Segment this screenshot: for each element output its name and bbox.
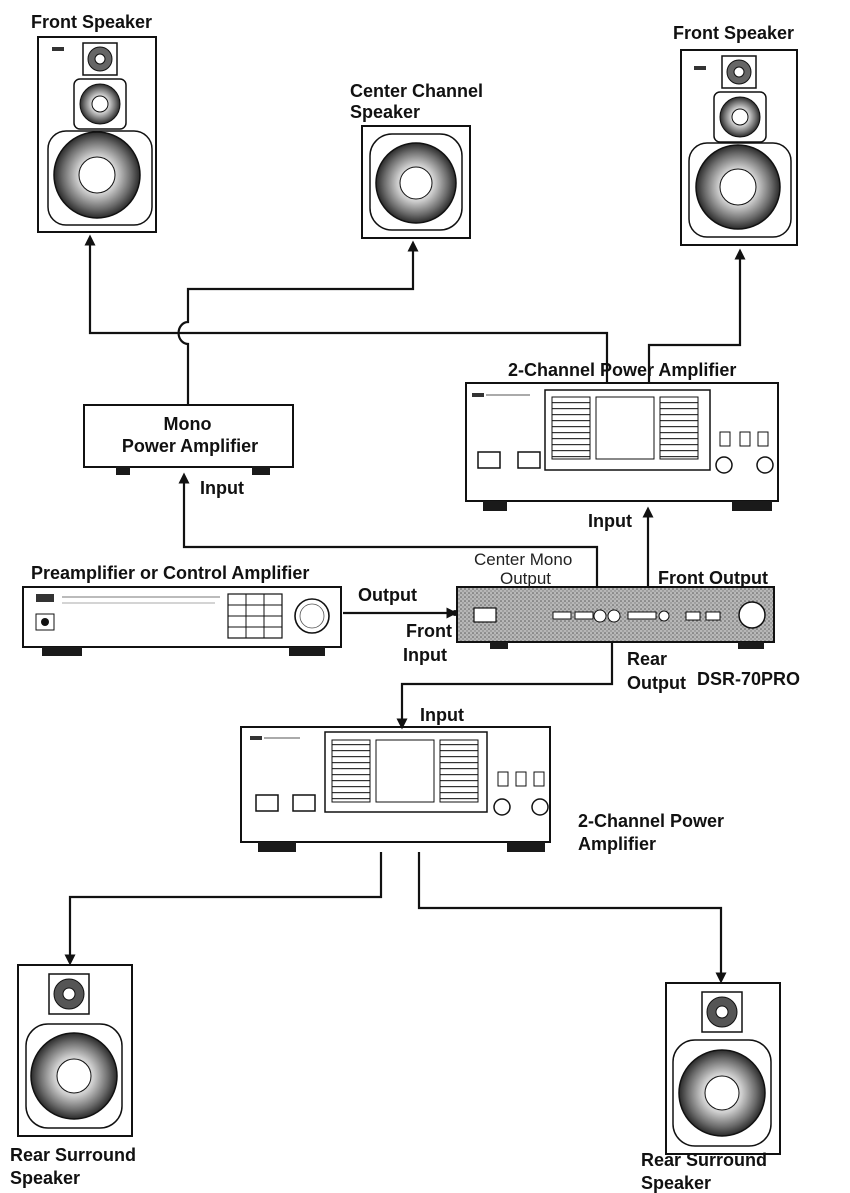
front-speaker-left-label: Front Speaker bbox=[31, 12, 152, 32]
front-input-label-line1: Front bbox=[406, 621, 452, 641]
center-mono-output-line1: Center Mono bbox=[474, 550, 572, 569]
front-speaker-left bbox=[37, 36, 157, 233]
preamp-label: Preamplifier or Control Amplifier bbox=[31, 563, 309, 583]
wire-rear-amp-to-left-speaker bbox=[64, 852, 383, 966]
front-left-tweeter bbox=[82, 42, 118, 76]
front-speaker-right-label: Front Speaker bbox=[673, 23, 794, 43]
front-power-amplifier bbox=[465, 382, 779, 511]
front-speaker-right bbox=[680, 49, 798, 246]
rear-output-label-line2: Output bbox=[627, 673, 686, 693]
center-mono-output-line2: Output bbox=[500, 569, 551, 588]
mono-power-amplifier bbox=[83, 404, 294, 475]
wire-mono-to-center-speaker bbox=[177, 240, 419, 405]
rear-left-speaker-label: Rear Surround Speaker bbox=[10, 1145, 141, 1188]
front-amp-label: 2-Channel Power Amplifier bbox=[508, 360, 736, 380]
rear-left-label-line1: Rear Surround bbox=[10, 1145, 136, 1165]
rear-surround-speaker-left bbox=[17, 964, 133, 1137]
wire-front-amp-to-left-speaker bbox=[84, 234, 609, 383]
mono-amp-label-line1: Mono bbox=[164, 414, 212, 434]
rear-amp-label-line2: Amplifier bbox=[578, 834, 656, 854]
rear-output-label: Rear Output bbox=[627, 649, 686, 693]
wiring bbox=[64, 234, 746, 984]
front-right-tweeter bbox=[721, 55, 757, 89]
front-input-label: Front Input bbox=[403, 621, 457, 665]
rear-right-label-line1: Rear Surround bbox=[641, 1150, 767, 1170]
model-label: DSR-70PRO bbox=[697, 669, 800, 689]
center-channel-speaker bbox=[361, 125, 471, 239]
dsr-70pro-processor bbox=[456, 586, 775, 649]
front-right-midrange bbox=[713, 91, 767, 143]
rear-output-label-line1: Rear bbox=[627, 649, 667, 669]
wire-center-mono-to-mono-amp bbox=[178, 472, 599, 587]
preamp-output-label: Output bbox=[358, 585, 417, 605]
center-speaker-label: Center Channel Speaker bbox=[350, 81, 488, 122]
front-input-label-line2: Input bbox=[403, 645, 447, 665]
front-amp-controls bbox=[477, 431, 774, 474]
rear-amp-input-label: Input bbox=[420, 705, 464, 725]
rear-amp-label: 2-Channel Power Amplifier bbox=[578, 811, 729, 854]
wire-rear-amp-to-right-speaker bbox=[417, 852, 727, 984]
front-left-woofer bbox=[47, 130, 153, 226]
front-left-midrange bbox=[73, 78, 127, 130]
rear-amp-controls bbox=[255, 771, 549, 816]
preamplifier bbox=[22, 586, 342, 656]
rear-power-amplifier bbox=[240, 726, 551, 852]
front-output-label: Front Output bbox=[658, 568, 768, 588]
rear-surround-speaker-right bbox=[665, 982, 781, 1155]
front-amp-input-label: Input bbox=[588, 511, 632, 531]
preamp-button-bank bbox=[227, 593, 283, 639]
rear-right-label-line2: Speaker bbox=[641, 1173, 711, 1193]
rear-left-label-line2: Speaker bbox=[10, 1168, 80, 1188]
center-speaker-label-line1: Center Channel bbox=[350, 81, 483, 101]
rear-amp-label-line1: 2-Channel Power bbox=[578, 811, 724, 831]
front-right-woofer bbox=[688, 142, 792, 238]
rear-right-speaker-label: Rear Surround Speaker bbox=[641, 1150, 772, 1193]
center-speaker-label-line2: Speaker bbox=[350, 102, 420, 122]
mono-amp-label: Mono Power Amplifier bbox=[122, 414, 258, 456]
wire-front-amp-to-right-speaker bbox=[647, 248, 746, 383]
mono-amp-label-line2: Power Amplifier bbox=[122, 436, 258, 456]
mono-amp-input-label: Input bbox=[200, 478, 244, 498]
wire-rear-output-to-rear-amp bbox=[396, 642, 614, 730]
